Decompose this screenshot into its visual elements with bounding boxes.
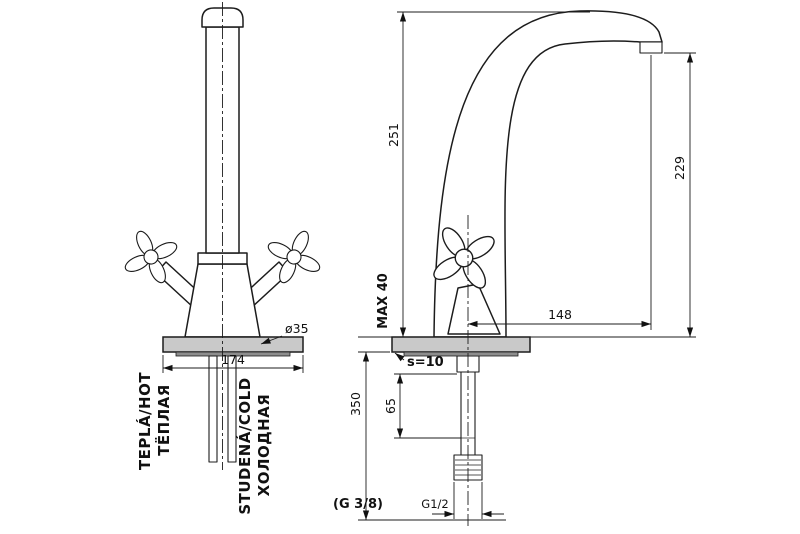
side-spout bbox=[433, 10, 663, 338]
dim-plate-diameter-text: ø35 bbox=[285, 321, 309, 336]
dim-base-width: 174 bbox=[162, 352, 304, 373]
dim-plate-thickness: s=10 bbox=[394, 352, 444, 370]
connector-thread-text: G1/2 bbox=[421, 497, 448, 511]
dim-height-outlet: 229 bbox=[530, 52, 696, 338]
dim-tube-length-text: 350 bbox=[348, 392, 363, 416]
dim-shank-length: 65 bbox=[383, 373, 461, 439]
dim-max-deck-thickness-text: MAX 40 bbox=[376, 273, 391, 329]
cold-water-label-secondary: ХОЛОДНАЯ bbox=[255, 394, 273, 497]
dim-connector-thread: G1/2 bbox=[421, 482, 504, 519]
side-view: 251 229 148 MAX 40 s=10 65 bbox=[333, 10, 696, 526]
cold-water-label-primary: STUDENÁ/COLD bbox=[235, 377, 254, 514]
front-hot-supply-tube bbox=[208, 355, 218, 463]
hot-water-label-primary: TEPLÁ/HOT bbox=[135, 372, 154, 470]
dim-height-spout-top: 251 bbox=[358, 11, 590, 338]
supply-thread-text: (G 3/8) bbox=[333, 497, 383, 512]
dim-base-width-text: 174 bbox=[221, 352, 245, 367]
hot-water-label-secondary: ТЁПЛАЯ bbox=[154, 384, 173, 456]
dim-spout-reach: 148 bbox=[468, 55, 652, 330]
front-mounting-plate bbox=[162, 336, 304, 353]
side-mounting-plate bbox=[391, 336, 531, 353]
dim-spout-reach-text: 148 bbox=[548, 307, 572, 322]
dim-tube-length: 350 bbox=[348, 351, 506, 521]
dim-height-spout-top-text: 251 bbox=[386, 123, 401, 147]
dim-plate-diameter: ø35 bbox=[260, 321, 309, 345]
dim-height-outlet-text: 229 bbox=[672, 156, 687, 180]
dim-plate-thickness-text: s=10 bbox=[407, 355, 444, 370]
front-view: ø35 174 TEPLÁ/HOT ТЁПЛАЯ STUDENÁ/COLD ХО… bbox=[119, 2, 326, 515]
front-cold-supply-tube bbox=[227, 355, 237, 463]
front-spout-cap bbox=[201, 7, 244, 28]
dim-shank-length-text: 65 bbox=[383, 398, 398, 414]
side-aerator bbox=[639, 41, 663, 54]
